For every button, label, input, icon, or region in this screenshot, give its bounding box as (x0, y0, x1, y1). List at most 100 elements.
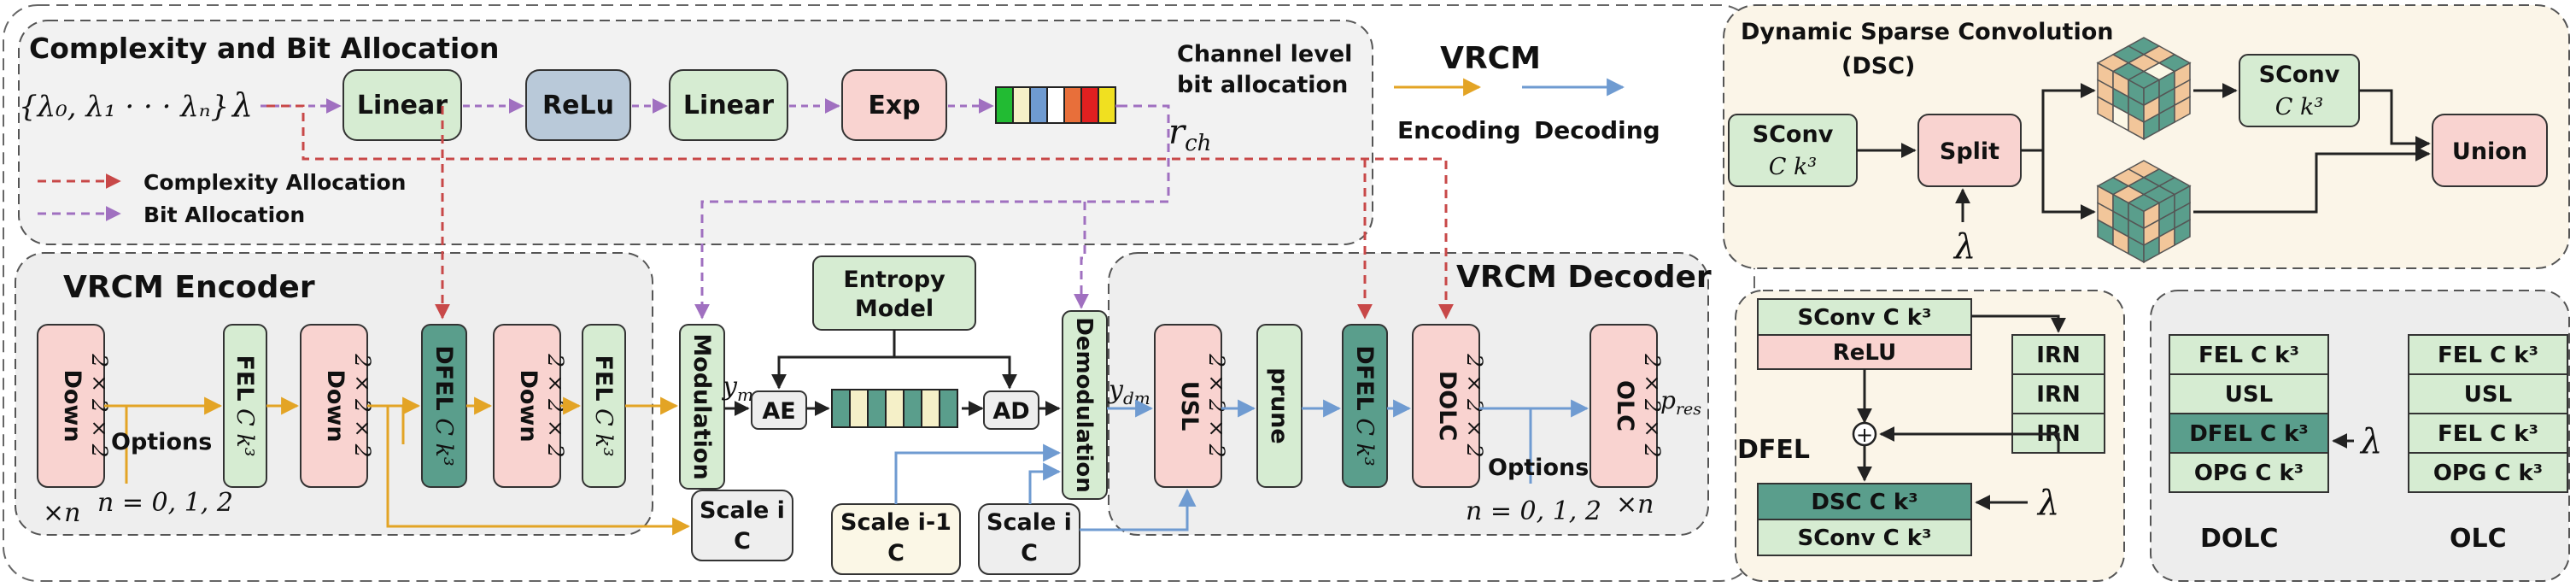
decoder-times-n: ×n (1616, 490, 1654, 519)
alloc-bar-cell (995, 86, 1014, 124)
decoder-dfel: DFEL C k³ (1342, 324, 1388, 488)
svg-text:DOLC: DOLC (1434, 371, 1461, 441)
svg-text:Union: Union (2452, 138, 2527, 165)
alloc-bar-cell (1012, 86, 1031, 124)
svg-text:Scale i: Scale i (700, 497, 785, 524)
dfel-dsc-row: DSC C k³ (1757, 483, 1972, 520)
bit-route-demod (1074, 202, 1089, 309)
encoder-n-values: n = 0, 1, 2 (97, 488, 233, 518)
encoder-fel-2: FEL C k³ (582, 324, 626, 488)
sparse-cube-top (2096, 37, 2192, 141)
encoding-legend-label: Encoding (1397, 116, 1521, 144)
edge-sconv2-union (2359, 89, 2431, 151)
top-title: Complexity and Bit Allocation (29, 32, 499, 65)
decoder-prune: prune (1256, 324, 1303, 488)
stack-row-label: DFEL C k³ (2189, 421, 2309, 447)
stack-row-label: FEL C k³ (2438, 421, 2538, 447)
olc-panel-lambda: λ (2359, 422, 2382, 461)
dsc-lambda: λ (1952, 227, 1976, 267)
dsc-sconv-1: SConv C k³ (1728, 114, 1858, 187)
svg-text:C k³: C k³ (1769, 154, 1817, 180)
stack-row-label: FEL C k³ (2438, 343, 2538, 368)
dsc-abbr: (DSC) (1841, 53, 1915, 79)
bitstream-cell (831, 389, 851, 428)
scale-i-decoder: Scale i C (978, 503, 1080, 575)
demodulation-block: Demodulation (1062, 310, 1108, 500)
encoder-options: Options (111, 429, 212, 455)
dfel-panel-label: DFEL (1737, 435, 1810, 465)
scale-i-encoder: Scale i C (691, 490, 793, 561)
dfel-irn-1: IRN (2011, 334, 2105, 375)
svg-text:AD: AD (992, 398, 1029, 425)
stack-row-label: OPG C k³ (2194, 461, 2304, 486)
svg-text:C: C (1021, 540, 1038, 566)
legend-bit-label: Bit Allocation (143, 203, 305, 227)
ad-block: AD (983, 390, 1039, 430)
ae-block: AE (751, 390, 807, 430)
stack-row (2408, 334, 2568, 375)
svg-text:DFEL C k³: DFEL C k³ (1351, 345, 1378, 467)
svg-text:Entropy: Entropy (843, 267, 946, 293)
svg-text:SConv: SConv (2259, 62, 2340, 88)
decoding-legend-label: Decoding (1534, 116, 1660, 144)
svg-text:ReLU: ReLU (1833, 340, 1896, 366)
linear1-label: Linear (357, 91, 448, 120)
svg-text:Down: Down (515, 369, 542, 442)
svg-text:Down: Down (322, 369, 348, 442)
exp-label: Exp (868, 91, 920, 120)
scale-i-1: Scale i-1 C (831, 503, 961, 575)
alloc-bar-cell (1046, 86, 1065, 124)
svg-text:DSC C k³: DSC C k³ (1811, 490, 1917, 515)
r-ch-symbol: rch (1168, 113, 1211, 156)
encoder-down-2: Down 2 × 2 × 2 (300, 324, 375, 488)
svg-text:C: C (887, 540, 905, 566)
edge-split-cube-bottom (2041, 150, 2096, 220)
svg-text:SConv C k³: SConv C k³ (1798, 525, 1932, 551)
bitstream-cell (849, 389, 869, 428)
bitstream-cell (939, 389, 958, 428)
decoder-dolc: DOLC 2 × 2 × 2 (1412, 324, 1487, 488)
decoder-usl: USL 2 × 2 × 2 (1154, 324, 1229, 488)
svg-text:Modulation: Modulation (688, 333, 715, 479)
dfel-irn-2: IRN (2011, 373, 2105, 414)
svg-text:Scale i-1: Scale i-1 (840, 509, 951, 536)
dsc-sconv-2: SConv C k³ (2239, 54, 2360, 127)
bitstream-cell (921, 389, 940, 428)
edge-cube-bottom-union (2193, 146, 2431, 214)
lambda-set: {λ₀, λ₁ · · · λₙ} (19, 90, 229, 124)
svg-text:IRN: IRN (2036, 382, 2080, 408)
encoder-title: VRCM Encoder (63, 270, 315, 305)
dfel-panel-lambda: λ (2036, 484, 2059, 523)
bit-route-main (694, 104, 1170, 320)
edge-entropy-ae (771, 330, 896, 390)
entropy-model: Entropy Model (812, 255, 976, 331)
decoder-title: VRCM Decoder (1456, 260, 1712, 295)
svg-text:C: C (734, 528, 751, 555)
svg-text:SConv: SConv (1753, 121, 1834, 148)
encoder-times-n: ×n (43, 498, 80, 528)
channel-label-line2: bit allocation (1177, 72, 1348, 98)
dsc-union: Union (2432, 114, 2548, 187)
svg-text:FEL C k³: FEL C k³ (231, 355, 258, 456)
linear2-block (669, 69, 788, 141)
bitstream-cell (885, 389, 905, 428)
bitstream-cell (867, 389, 887, 428)
svg-text:USL: USL (1176, 381, 1203, 431)
edge-entropy-ad (894, 355, 1017, 390)
dolc-label: DOLC (2200, 524, 2279, 554)
stack-row-label: FEL C k³ (2198, 343, 2299, 368)
encoder-down-1: Down 2 × 2 × 2 (37, 324, 112, 488)
decoder-options: Options (1488, 455, 1589, 481)
svg-text:OLC: OLC (1612, 380, 1638, 431)
stack-row-label: USL (2464, 382, 2512, 408)
decoder-olc: OLC 2 × 2 × 2 (1590, 324, 1665, 488)
linear1-block (342, 69, 462, 141)
encoder-modulation: Modulation (679, 324, 725, 490)
edge-skip-scale-i (386, 406, 691, 536)
exp-block (841, 69, 947, 141)
alloc-bar-cell (1080, 86, 1099, 124)
bitstream-cell (903, 389, 922, 428)
